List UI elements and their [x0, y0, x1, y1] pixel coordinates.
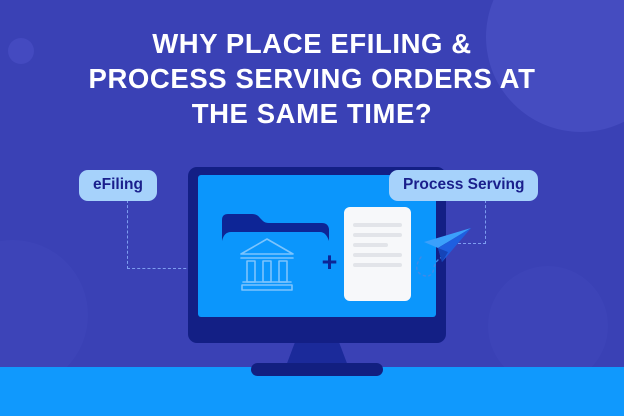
- connector-line-efiling-horizontal: [127, 268, 222, 269]
- folder-icon: [222, 214, 329, 241]
- headline-line-2: PROCESS SERVING ORDERS AT: [88, 63, 536, 94]
- paper-plane-icon: [416, 228, 471, 277]
- background-circle-bottom-right: [488, 266, 608, 386]
- connector-line-process-vertical: [485, 200, 486, 244]
- computer-monitor: +: [188, 167, 446, 376]
- badge-process-serving[interactable]: Process Serving: [389, 170, 539, 201]
- legal-document-icon: [344, 207, 411, 301]
- document-text-line: [353, 243, 388, 247]
- headline-line-3: THE SAME TIME?: [191, 98, 433, 129]
- badge-efiling[interactable]: eFiling: [79, 170, 157, 201]
- connector-line-efiling-vertical: [127, 200, 128, 269]
- document-text-line: [353, 253, 402, 257]
- document-text-line: [353, 223, 402, 227]
- headline-line-1: WHY PLACE EFILING &: [152, 28, 472, 59]
- background-circle-top-left: [8, 38, 34, 64]
- document-text-line: [353, 233, 402, 237]
- page-title: WHY PLACE EFILING & PROCESS SERVING ORDE…: [0, 26, 624, 131]
- monitor-stand-base: [251, 363, 383, 376]
- plus-icon: +: [321, 247, 338, 277]
- document-text-line: [353, 263, 402, 267]
- courthouse-icon: [240, 238, 294, 291]
- connector-line-process-horizontal: [438, 243, 486, 244]
- monitor-stand-neck: [286, 343, 348, 366]
- monitor-screen: +: [198, 175, 436, 317]
